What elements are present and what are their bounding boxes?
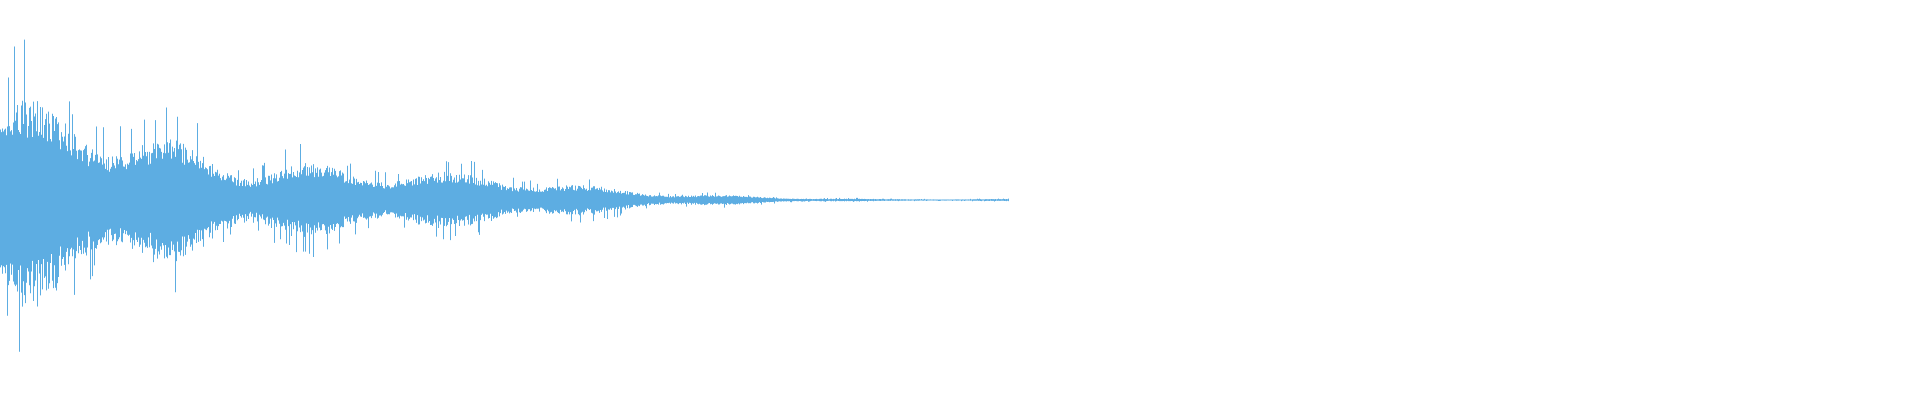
waveform-path bbox=[0, 39, 1009, 352]
